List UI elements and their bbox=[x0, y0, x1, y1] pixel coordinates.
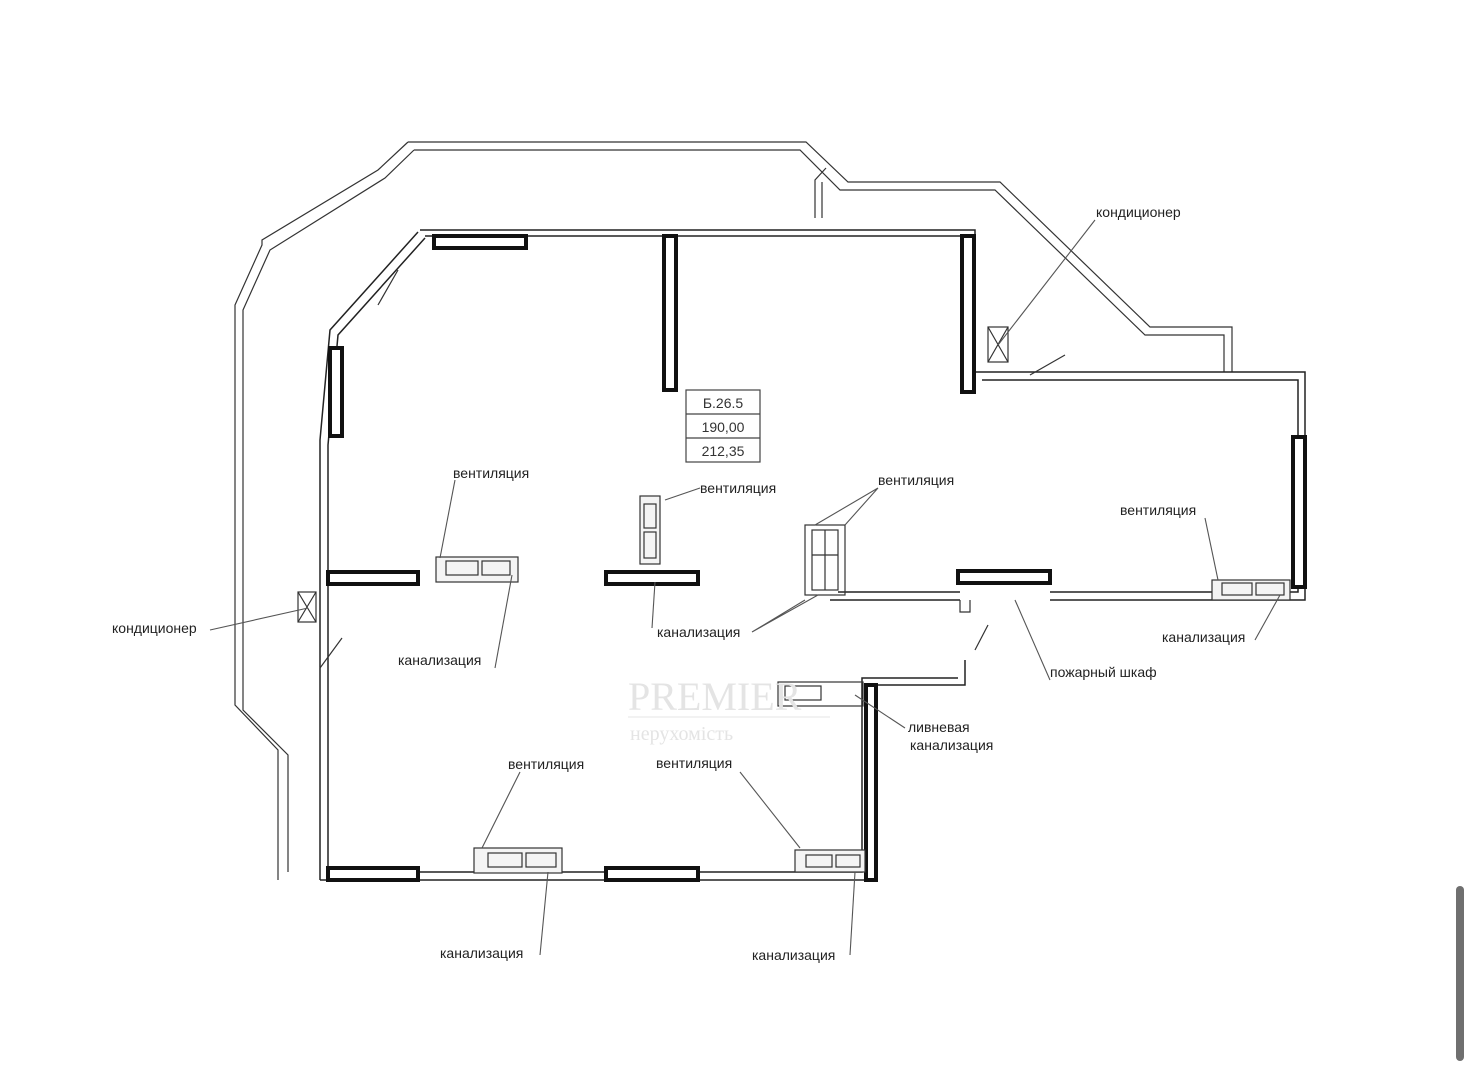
label-sewerage: канализация bbox=[657, 624, 740, 640]
interior-walls bbox=[319, 229, 1306, 881]
leader-lines bbox=[209, 219, 1281, 956]
column bbox=[326, 866, 420, 882]
label-sewerage: канализация bbox=[398, 652, 481, 668]
label-conditioner: кондиционер bbox=[112, 620, 197, 636]
label-ventilation: вентиляция bbox=[878, 472, 954, 488]
label-sewerage: канализация bbox=[440, 945, 523, 961]
watermark-brand: PREMIER bbox=[628, 674, 802, 719]
label-conditioner: кондиционер bbox=[1096, 204, 1181, 220]
label-ventilation: вентиляция bbox=[508, 756, 584, 772]
fixtures bbox=[297, 326, 1291, 874]
label-storm-drain-2: канализация bbox=[910, 737, 993, 753]
label-ventilation: вентиляция bbox=[700, 480, 776, 496]
label-fire-cabinet: пожарный шкаф bbox=[1050, 664, 1157, 680]
unit-area-1: 190,00 bbox=[702, 419, 745, 435]
outer-facade-inner bbox=[242, 149, 1225, 872]
column bbox=[864, 683, 878, 882]
label-ventilation: вентиляция bbox=[453, 465, 529, 481]
outer-facade bbox=[234, 141, 1233, 880]
label-ventilation: вентиляция bbox=[656, 755, 732, 771]
label-storm-drain: ливневая bbox=[908, 719, 970, 735]
column bbox=[960, 234, 976, 394]
wall-stub bbox=[959, 600, 989, 651]
unit-info-box: Б.26.5 190,00 212,35 bbox=[685, 389, 761, 463]
balcony-door bbox=[319, 269, 1066, 669]
column bbox=[326, 570, 420, 586]
interior-walls-inner bbox=[327, 235, 1299, 873]
column bbox=[328, 346, 344, 438]
column bbox=[1291, 435, 1307, 589]
label-sewerage: канализация bbox=[752, 947, 835, 963]
facade-notch bbox=[814, 167, 827, 218]
column bbox=[432, 234, 528, 250]
watermark-sub: нерухомість bbox=[630, 723, 733, 745]
label-ventilation: вентиляция bbox=[1120, 502, 1196, 518]
unit-area-2: 212,35 bbox=[702, 443, 745, 459]
column bbox=[604, 866, 700, 882]
column bbox=[604, 570, 700, 586]
column bbox=[956, 569, 1052, 585]
unit-code: Б.26.5 bbox=[703, 395, 744, 411]
scrollbar[interactable] bbox=[1456, 886, 1464, 1061]
label-sewerage: канализация bbox=[1162, 629, 1245, 645]
column bbox=[662, 234, 678, 392]
